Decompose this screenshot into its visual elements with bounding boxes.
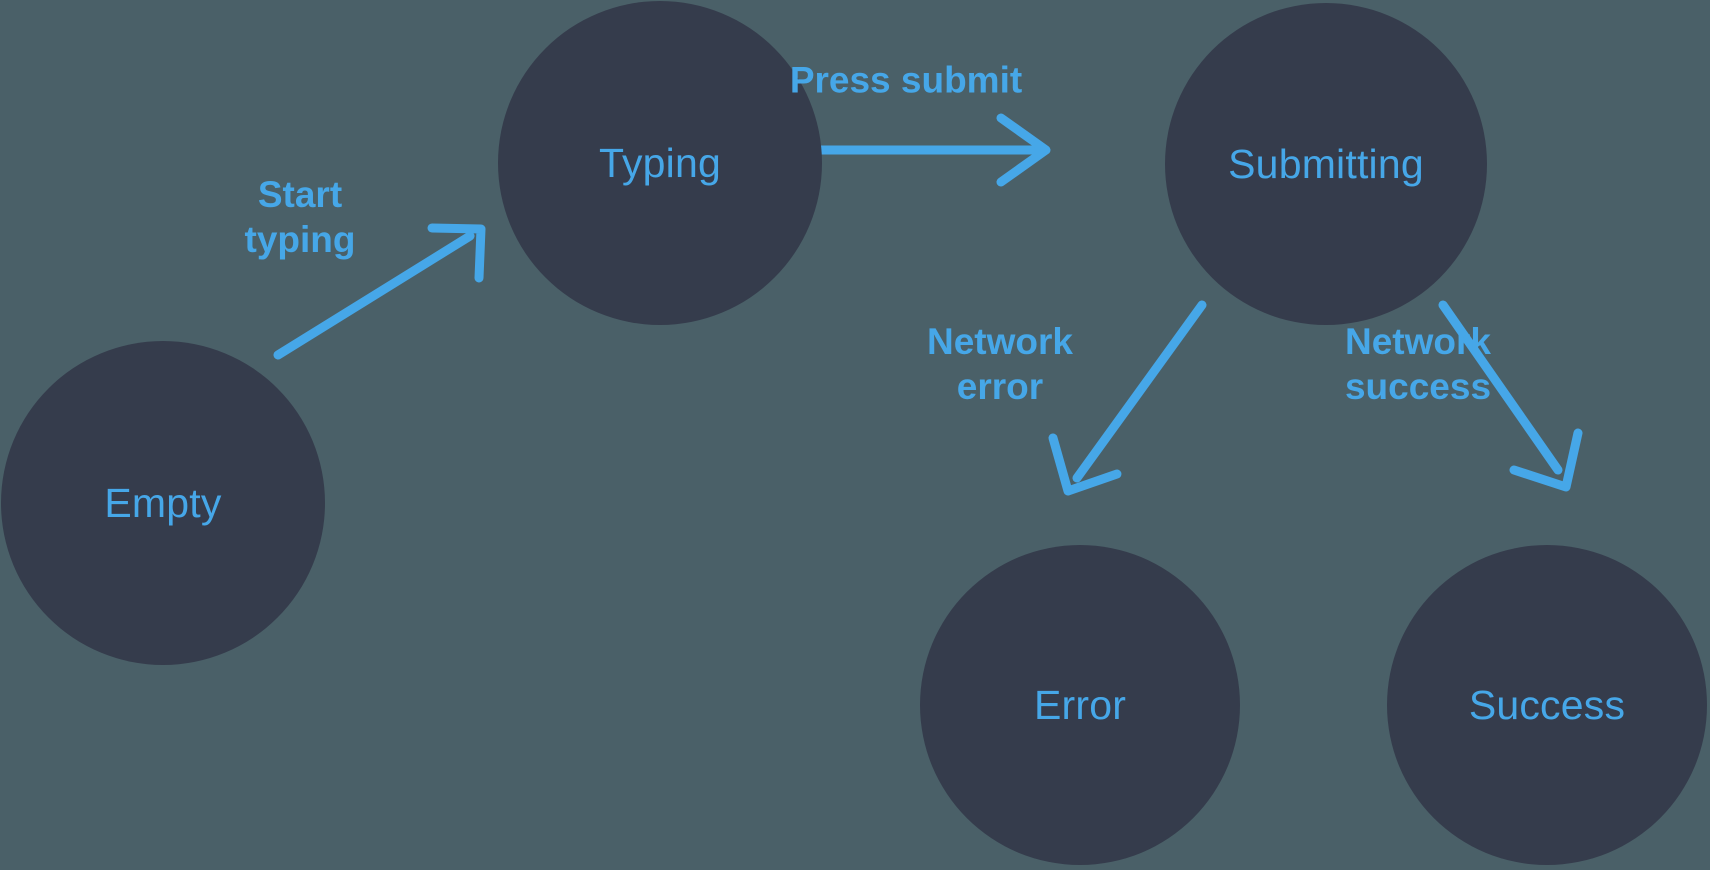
state-node-empty[interactable]: Empty	[1, 341, 325, 665]
transition-label-press-submit: Press submit	[789, 59, 1023, 101]
state-node-label: Error	[1033, 681, 1127, 728]
state-node-label: Empty	[104, 479, 222, 526]
state-node-submitting[interactable]: Submitting	[1165, 3, 1487, 325]
state-node-typing[interactable]: Typing	[498, 1, 822, 325]
transition-label-network-error: Network error	[927, 320, 1073, 407]
arrow-network-success	[1438, 300, 1583, 492]
state-node-error[interactable]: Error	[920, 545, 1240, 865]
transition-label-network-success: Network success	[1344, 320, 1492, 407]
arrow-network-error	[1048, 300, 1207, 496]
state-node-label: Success	[1468, 681, 1626, 728]
arrow-start-typing	[273, 223, 486, 360]
state-node-label: Typing	[599, 139, 721, 186]
state-node-success[interactable]: Success	[1387, 545, 1707, 865]
state-node-label: Submitting	[1228, 140, 1424, 187]
transition-label-start-typing: Start typing	[244, 173, 356, 260]
